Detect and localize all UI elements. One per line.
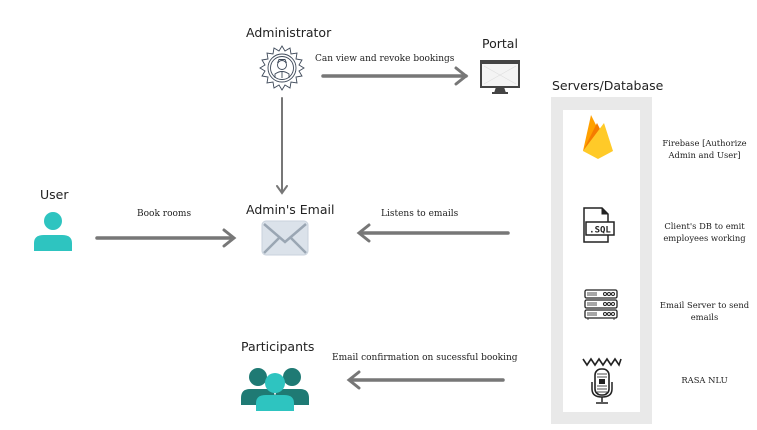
envelope-icon[interactable] [261,220,309,256]
emailserver-line2: emails [690,312,719,322]
arrow-user-to-email [95,228,237,248]
server-rack-icon[interactable] [584,289,618,321]
svg-text:.SQL: .SQL [589,226,611,236]
sql-file-icon[interactable]: .SQL [582,206,616,244]
admin-gear-icon[interactable] [258,44,306,92]
participants-label: Participants [241,339,315,354]
rasa-description: RASA NLU [652,374,757,386]
monitor-icon[interactable] [480,60,520,96]
arrow-servers-to-participants [346,370,505,390]
group-icon[interactable] [241,367,309,411]
edge-label-confirmation: Email confirmation on sucessful booking [332,353,518,363]
clientdb-description: Client's DB to emit employees working [652,220,757,244]
firebase-icon[interactable] [581,113,615,161]
administrator-label: Administrator [246,25,332,40]
emailserver-line1: Email Server to send [659,300,750,310]
voice-mic-icon[interactable] [582,355,622,405]
admins-email-label: Admin's Email [246,202,335,217]
arrow-admin-to-email [276,97,288,195]
user-label: User [40,187,69,202]
edge-label-view-revoke: Can view and revoke bookings [315,54,455,64]
firebase-description: Firebase [Authorize Admin and User] [652,137,757,161]
emailserver-description: Email Server to send emails [652,299,757,323]
firebase-line1: Firebase [Authorize [662,138,747,148]
edge-label-book-rooms: Book rooms [137,209,192,219]
arrow-servers-to-email [356,223,510,243]
clientdb-line2: employees working [663,233,746,243]
servers-label: Servers/Database [552,78,664,93]
arrow-admin-to-portal [321,66,469,86]
edge-label-listens: Listens to emails [381,209,459,219]
firebase-line2: Admin and User] [668,150,741,160]
user-icon[interactable] [34,211,74,251]
clientdb-line1: Client's DB to emit [664,221,745,231]
rasa-line1: RASA NLU [681,375,728,385]
portal-label: Portal [482,36,518,51]
